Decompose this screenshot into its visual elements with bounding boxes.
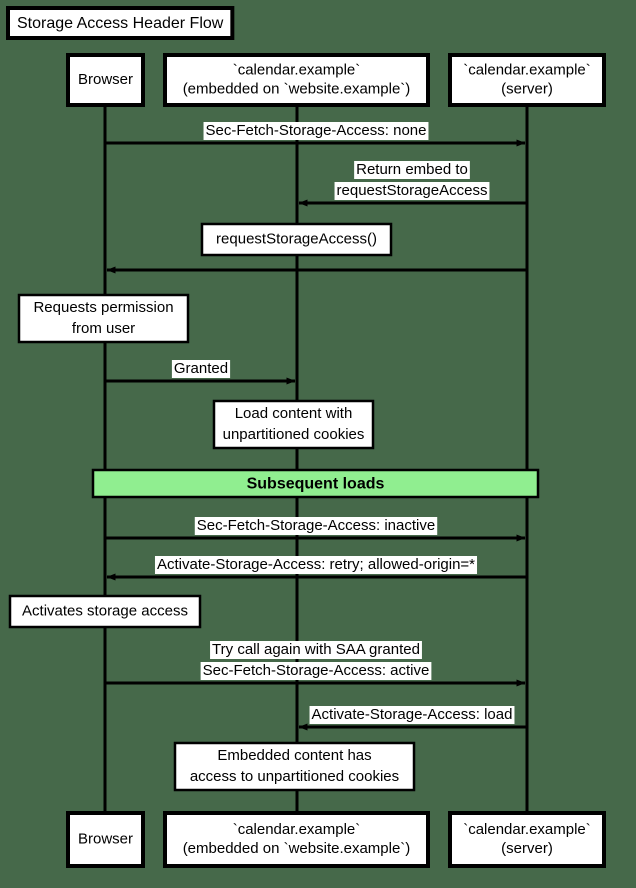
message-label-8: Activate-Storage-Access: load <box>312 706 513 723</box>
participant-box-browser-footer[interactable] <box>66 811 145 868</box>
participant-label-server: (server) <box>501 80 553 97</box>
participant-label-browser-footer: Browser <box>78 830 133 847</box>
message-label-bg-4 <box>171 360 231 378</box>
message-label-bg-7 <box>210 641 422 659</box>
message-label-bg-2 <box>334 182 490 200</box>
section-subsequent-loads <box>91 468 540 499</box>
message-label-bg-1 <box>203 122 429 140</box>
note-load-content <box>212 399 375 450</box>
participant-box-embed[interactable] <box>163 53 430 107</box>
message-label-bg-2 <box>354 161 470 179</box>
participant-label-browser: Browser <box>78 71 133 88</box>
participant-label-server: `calendar.example` <box>463 61 591 78</box>
message-label-bg-7 <box>200 662 432 680</box>
note-request-storage-access <box>200 222 393 257</box>
note-requests-permission-text: from user <box>72 320 135 337</box>
note-requests-permission <box>17 293 190 344</box>
note-load-content-text: unpartitioned cookies <box>223 426 365 443</box>
note-request-storage-access-text: requestStorageAccess() <box>216 230 377 247</box>
section-subsequent-loads-label: Subsequent loads <box>247 476 385 493</box>
message-label-bg-5 <box>194 517 438 535</box>
message-label-7: Sec-Fetch-Storage-Access: active <box>203 662 430 679</box>
note-load-content-text: Load content with <box>235 405 353 422</box>
message-label-2: Return embed to <box>356 161 468 178</box>
participant-label-embed-footer: `calendar.example` <box>233 821 361 838</box>
participant-label-server-footer: `calendar.example` <box>463 821 591 838</box>
note-activates-storage-access-text: Activates storage access <box>22 602 188 619</box>
message-label-2: requestStorageAccess <box>337 182 488 199</box>
diagram-title-text: Storage Access Header Flow <box>17 15 224 32</box>
participant-box-browser[interactable] <box>66 53 145 107</box>
participant-label-server-footer: (server) <box>501 840 553 857</box>
participant-box-server[interactable] <box>448 53 606 107</box>
note-embedded-content-text: Embedded content has <box>217 747 371 764</box>
message-label-bg-6 <box>154 556 478 574</box>
note-embedded-content-text: access to unpartitioned cookies <box>190 768 399 785</box>
message-label-1: Sec-Fetch-Storage-Access: none <box>206 122 427 139</box>
message-label-4: Granted <box>174 360 228 377</box>
participant-box-server-footer[interactable] <box>448 811 606 868</box>
note-requests-permission-text: Requests permission <box>33 299 173 316</box>
participant-box-embed-footer[interactable] <box>163 811 430 868</box>
diagram-title-box <box>6 6 235 40</box>
note-embedded-content <box>173 741 416 792</box>
participant-label-embed: (embedded on `website.example`) <box>183 80 411 97</box>
message-label-bg-8 <box>309 706 515 724</box>
participant-label-embed-footer: (embedded on `website.example`) <box>183 840 411 857</box>
note-activates-storage-access <box>8 594 202 629</box>
message-label-7: Try call again with SAA granted <box>212 641 420 658</box>
participant-label-embed: `calendar.example` <box>233 61 361 78</box>
message-label-5: Sec-Fetch-Storage-Access: inactive <box>197 517 435 534</box>
message-label-6: Activate-Storage-Access: retry; allowed-… <box>157 556 475 573</box>
